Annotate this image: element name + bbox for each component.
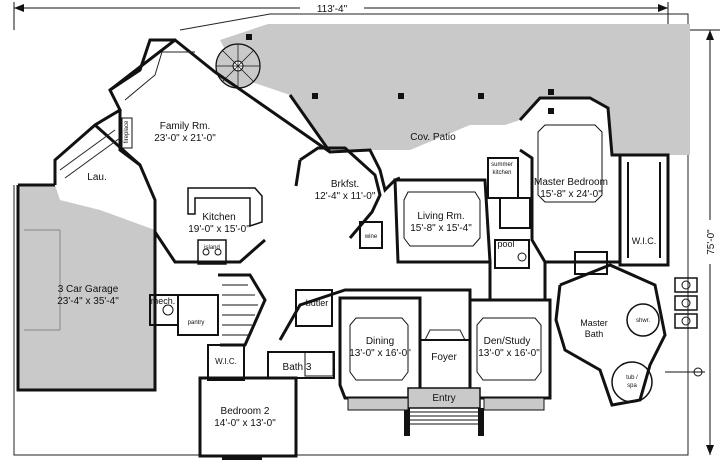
garage-name: 3 Car Garage [58, 284, 119, 295]
kitchen-size: 19'-0" x 15'-0" [188, 224, 250, 235]
overall-width-dimension: 113'-4" [13, 1, 669, 30]
master-bath-name-2: Bath [585, 329, 604, 339]
den-name: Den/Study [484, 336, 531, 347]
wine-label: wine [364, 234, 378, 240]
pantry-label: pantry [188, 320, 205, 326]
master-bath-name: Master [580, 318, 608, 328]
kitchen-name: Kitchen [202, 212, 235, 223]
master-bedroom-name: Master Bedroom [534, 177, 608, 188]
tub-label-1: tub / [626, 375, 638, 381]
bath-3-label: Bath 3 [283, 362, 312, 373]
living-room-name: Living Rm. [417, 211, 464, 222]
fireplace-label: fireplace [124, 120, 130, 143]
foyer-label: Foyer [431, 352, 457, 363]
wic-2-label: W.I.C. [215, 357, 237, 366]
master-wic-label: W.I.C. [632, 236, 657, 246]
den-size: 13'-0" x 16'-0" [478, 348, 540, 359]
pool-bath-label: pool [497, 239, 514, 249]
family-room-size: 23'-0" x 21'-0" [154, 133, 216, 144]
patio-columns [246, 34, 554, 114]
butler-label: butler [306, 298, 329, 308]
garage-size: 23'-4" x 35'-4" [57, 296, 119, 307]
spiral-stair [215, 43, 261, 89]
bedroom-2-name: Bedroom 2 [221, 406, 270, 417]
kitchen-counter [187, 187, 263, 228]
dining-size: 13'-0" x 16'-0" [349, 348, 411, 359]
entry-label: Entry [432, 393, 455, 404]
bedroom-2-size: 14'-0" x 13'-0" [214, 418, 276, 429]
pool-equipment [674, 277, 698, 329]
tub-label-2: spa [627, 383, 637, 389]
family-room-name: Family Rm. [160, 121, 211, 132]
laundry-label: Lau. [87, 172, 106, 183]
breakfast-size: 12'-4" x 11'-0" [315, 191, 376, 202]
master-bedroom-size: 15'-8" x 24'-0" [540, 189, 602, 200]
entry-steps [404, 387, 484, 436]
depth-dimension-label: 75'-0" [706, 229, 717, 255]
living-room-size: 15'-8" x 15'-4" [410, 223, 472, 234]
shower-label: shwr. [636, 318, 650, 324]
lot-outline [13, 13, 689, 456]
width-dimension-label: 113'-4" [317, 4, 348, 15]
covered-patio-floor [220, 24, 690, 155]
summer-kitchen-label-2: kitchen [492, 170, 511, 176]
island-label: island [204, 245, 220, 251]
mech-label: mech. [151, 296, 176, 306]
garage-floor [18, 185, 155, 390]
breakfast-name: Brkfst. [331, 179, 359, 190]
summer-kitchen-label-1: summer [491, 162, 513, 168]
dining-name: Dining [366, 336, 394, 347]
overall-depth-dimension: 75'-0" [690, 29, 720, 455]
covered-patio-label: Cov. Patio [410, 132, 456, 143]
